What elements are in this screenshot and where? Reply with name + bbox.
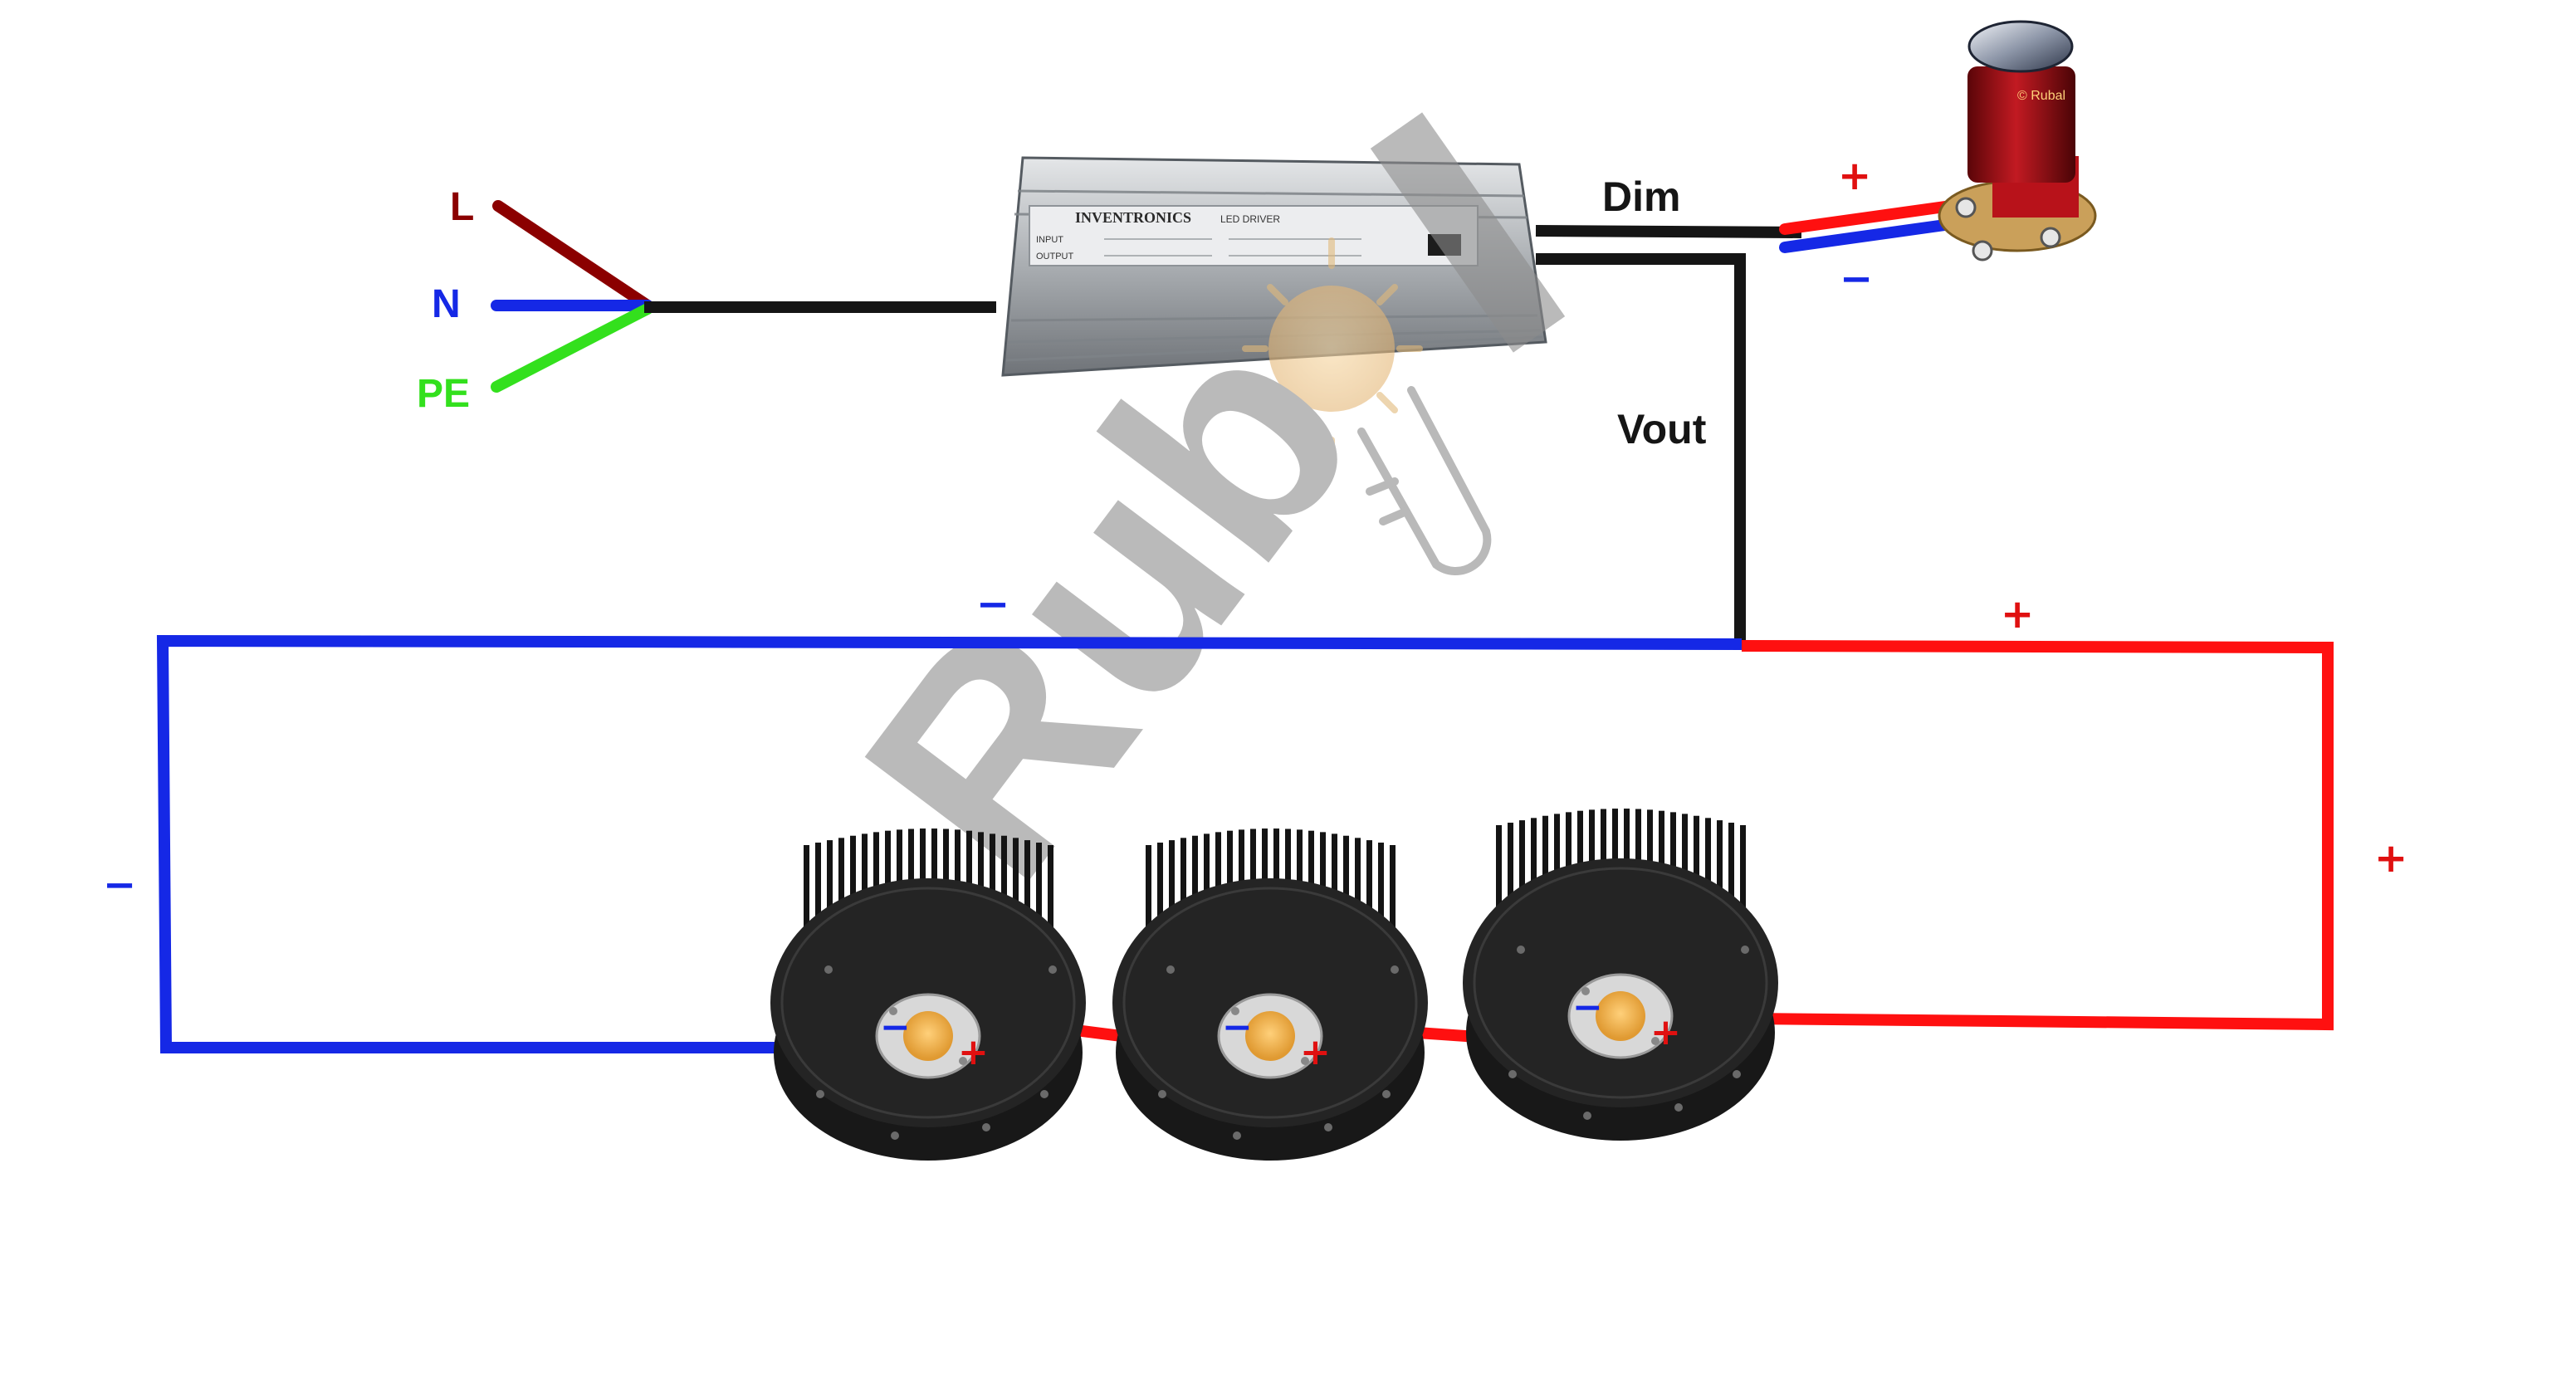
dim-minus-wire: [1779, 218, 1957, 253]
led-driver: INVENTRONICS LED DRIVER INPUT OUTPUT: [1001, 156, 1547, 377]
led-plus-sign: +: [958, 1031, 989, 1073]
label-vout: Vout: [1617, 406, 1707, 452]
led-plus-sign: +: [1300, 1031, 1331, 1073]
positive-bus-wire: [1668, 640, 2334, 1031]
mains-input: L N PE: [417, 185, 996, 416]
label-neutral: N: [432, 282, 461, 326]
sun-icon: [1242, 237, 1423, 465]
led-modules: −+−+−+: [770, 809, 1778, 1161]
driver-input-label: INPUT: [1036, 235, 1063, 245]
vout-cable: [1536, 253, 1746, 644]
led-minus-sign: −: [1572, 986, 1603, 1029]
bus-minus-left: −: [103, 862, 136, 908]
cob-chip: [903, 1011, 953, 1061]
bus-plus-right: +: [2374, 835, 2407, 882]
line-wire: [492, 200, 653, 311]
dim-plus-sign: +: [1838, 153, 1871, 199]
cob-chip: [1596, 991, 1645, 1041]
negative-bus-wire: [156, 634, 1743, 1053]
driver-output-cables: Dim Vout: [1535, 174, 1802, 644]
bus-minus-top: −: [976, 581, 1009, 628]
plug-icon: [1357, 386, 1492, 576]
label-earth: PE: [417, 372, 470, 416]
earth-wire: [491, 303, 653, 393]
led-module: −+: [770, 828, 1086, 1161]
dimmer-potentiometer[interactable]: © Rubal + −: [1779, 20, 2097, 302]
driver-product: LED DRIVER: [1220, 213, 1280, 225]
led-minus-sign: −: [1222, 1006, 1253, 1048]
led-plus-sign: +: [1650, 1011, 1681, 1053]
label-line: L: [450, 185, 474, 229]
led-minus-sign: −: [880, 1006, 911, 1048]
label-dim: Dim: [1602, 174, 1680, 220]
led-module: −+: [1112, 828, 1428, 1161]
bus-plus-top: +: [2001, 591, 2034, 638]
driver-brand: INVENTRONICS: [1075, 209, 1191, 226]
supply-loop: − − + +: [103, 581, 2407, 1053]
led-module: −+: [1463, 809, 1778, 1141]
dim-cable: [1535, 225, 1802, 238]
driver-output-label: OUTPUT: [1036, 252, 1074, 261]
dim-plus-wire: [1779, 200, 1957, 235]
knob-brand: © Rubal: [2017, 89, 2065, 103]
dim-minus-sign: −: [1840, 256, 1873, 302]
cob-chip: [1245, 1011, 1295, 1061]
